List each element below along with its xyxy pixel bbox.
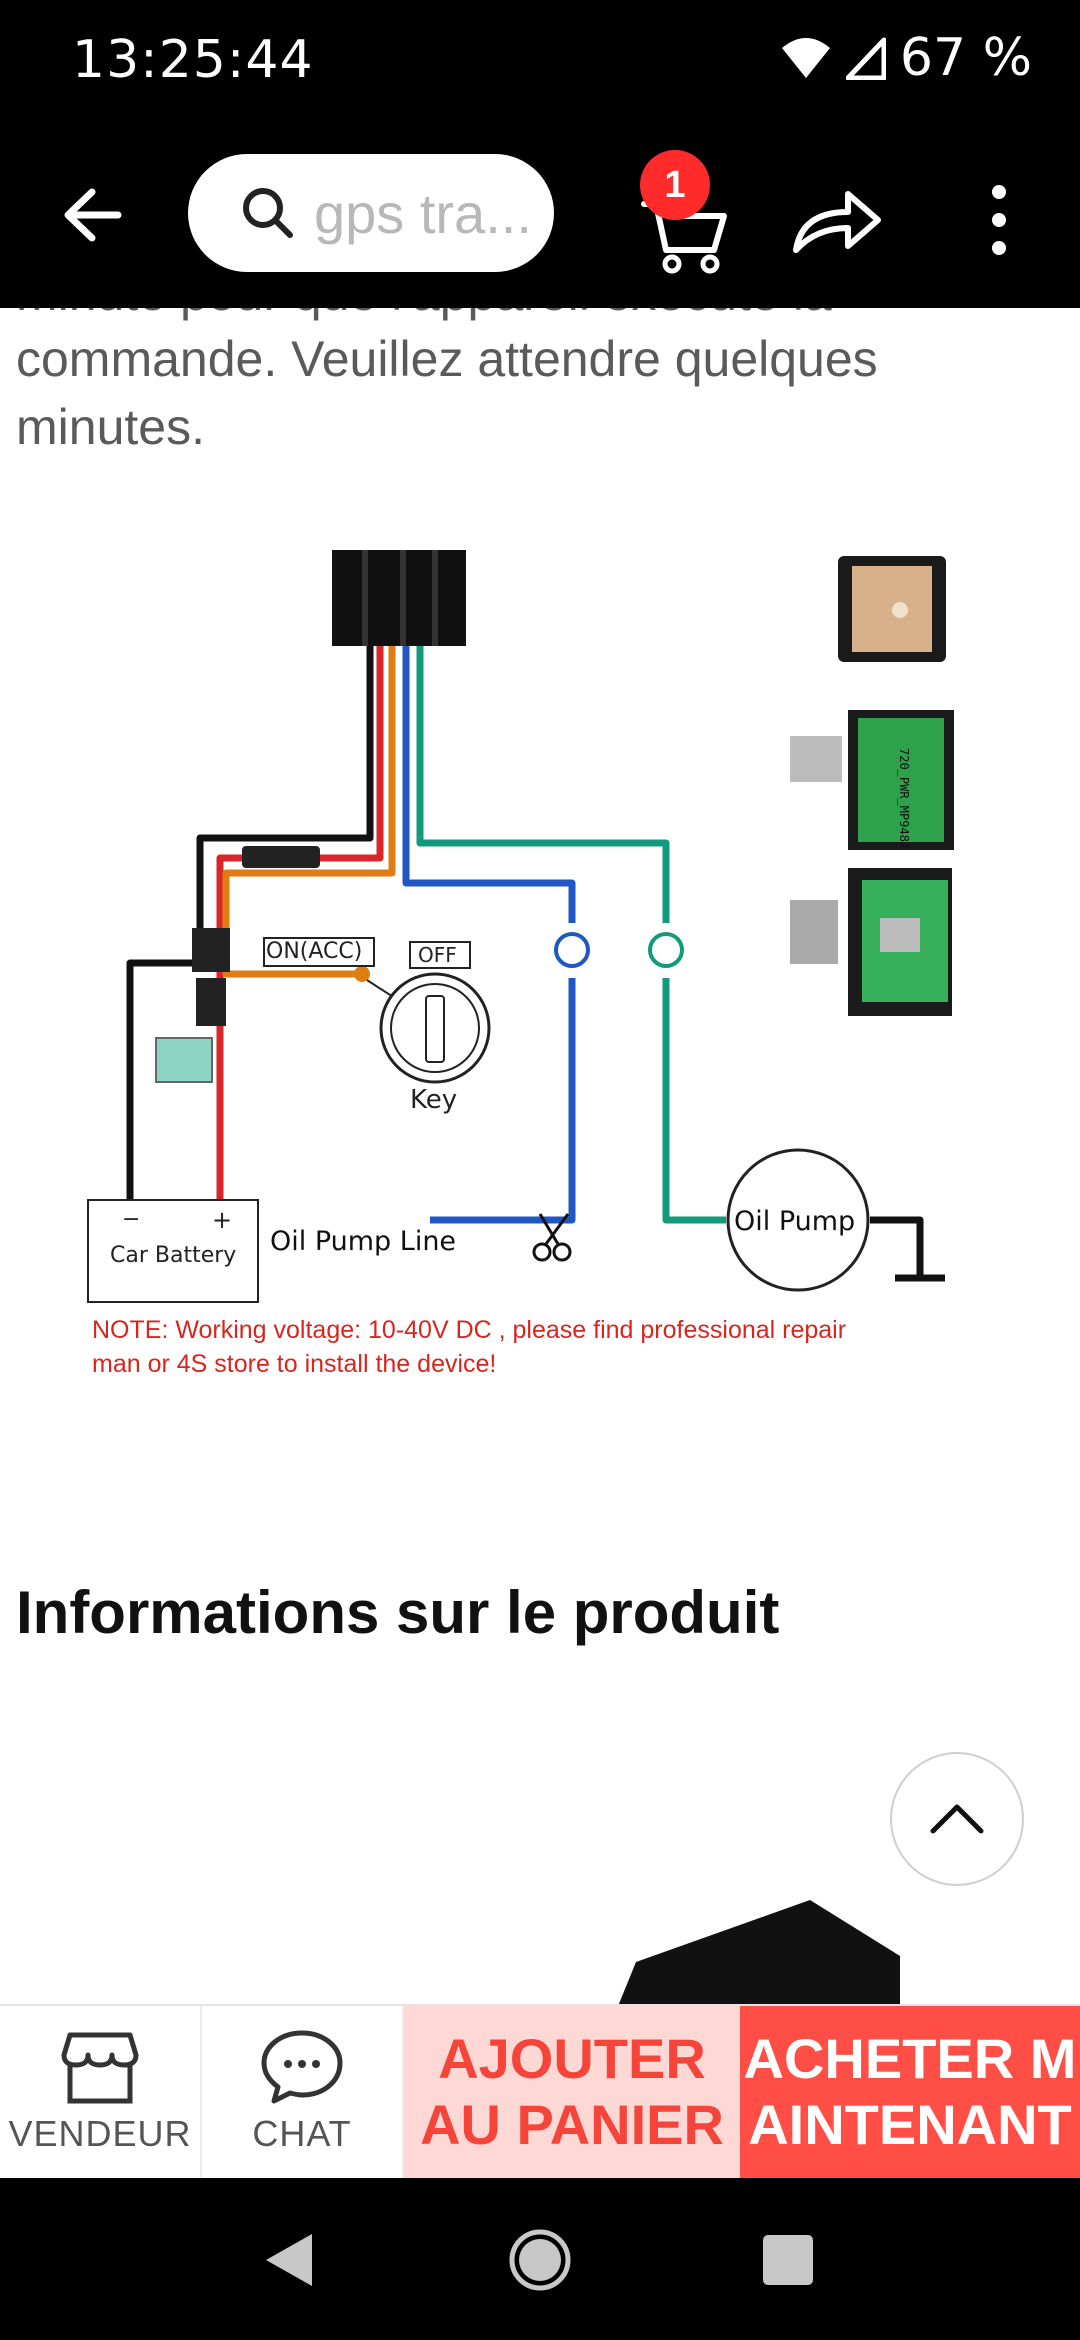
- nav-back-icon[interactable]: [262, 2232, 314, 2288]
- nav-recents-icon[interactable]: [762, 2234, 814, 2286]
- add-to-cart-line1: AJOUTER: [438, 2027, 706, 2090]
- pcb-board-image: [790, 868, 952, 1016]
- add-to-cart-button[interactable]: AJOUTER AU PANIER: [404, 2006, 740, 2178]
- acc-connection-point: [354, 966, 370, 982]
- search-input[interactable]: [314, 180, 554, 246]
- description-text: commande. Veuillez attendre quelques: [16, 331, 878, 387]
- cart-count-badge: 1: [640, 150, 710, 220]
- status-time: 13:25:44: [72, 30, 314, 90]
- pcb-module-image: 720_PWR_MP9487: [790, 710, 954, 850]
- back-button[interactable]: [56, 180, 136, 250]
- battery-percent: 67 %: [899, 28, 1032, 88]
- oil-pump-label: Oil Pump: [734, 1206, 855, 1237]
- scroll-to-top-button[interactable]: [890, 1752, 1024, 1886]
- battery-fuse: [155, 1037, 213, 1083]
- note-line-2: man or 4S store to install the device!: [92, 1350, 496, 1378]
- gps-antenna-image: [838, 556, 946, 662]
- wiring-diagram: ON(ACC) OFF Key Car Battery − + Oil Pump…: [87, 550, 954, 1378]
- description-text-cut: minute pour que l'appareil exécute la: [16, 308, 832, 322]
- chevron-up-icon: [930, 1804, 984, 1834]
- product-image: [618, 1900, 900, 2004]
- status-icons: 67 %: [780, 28, 1032, 88]
- more-options-button[interactable]: [984, 180, 1014, 260]
- arrow-left-icon: [64, 188, 122, 242]
- description-text: minutes.: [16, 399, 205, 455]
- nav-home-icon[interactable]: [508, 2228, 572, 2292]
- search-box[interactable]: [188, 154, 554, 272]
- buy-now-line1: ACHETER M: [743, 2027, 1077, 2090]
- note-line-1: NOTE: Working voltage: 10-40V DC , pleas…: [92, 1316, 846, 1344]
- battery-plus: +: [212, 1206, 232, 1234]
- chat-label: CHAT: [252, 2113, 352, 2154]
- status-bar: 13:25:44 67 %: [0, 0, 1080, 120]
- share-icon: [793, 191, 881, 253]
- search-icon: [243, 188, 293, 238]
- chat-button[interactable]: CHAT: [202, 2006, 404, 2178]
- ignition-key-icon: [366, 972, 491, 1084]
- battery-minus: −: [122, 1207, 140, 1232]
- ring-terminal-green: [648, 932, 684, 968]
- product-description[interactable]: minute pour que l'appareil exécute la co…: [0, 308, 1080, 2004]
- oil-pump-line-label: Oil Pump Line: [270, 1226, 456, 1257]
- acc-label: ON(ACC): [266, 939, 362, 964]
- off-label: OFF: [418, 943, 457, 967]
- key-label: Key: [410, 1085, 457, 1115]
- chat-bubble-icon: [261, 2030, 343, 2104]
- module-text: 720_PWR_MP9487: [897, 748, 911, 849]
- bottom-action-bar: VENDEUR CHAT AJOUTER AU PANIER ACHETER M…: [0, 2004, 1080, 2178]
- wires: [126, 646, 945, 1282]
- ring-terminal-blue: [554, 932, 590, 968]
- product-info-title: Informations sur le produit: [16, 1579, 780, 1646]
- battery-label: Car Battery: [110, 1243, 236, 1268]
- seller-label: VENDEUR: [8, 2113, 192, 2154]
- system-nav-bar: [0, 2178, 1080, 2340]
- app-toolbar: 1: [0, 120, 1080, 308]
- add-to-cart-line2: AU PANIER: [420, 2093, 724, 2156]
- cellular-signal-icon: [845, 37, 886, 80]
- more-vertical-icon: [992, 185, 1006, 255]
- wifi-icon: [781, 38, 830, 78]
- inline-fuse-holder: [242, 846, 320, 868]
- store-icon: [61, 2032, 139, 2104]
- buy-now-button[interactable]: ACHETER M AINTENANT: [740, 2006, 1080, 2178]
- seller-button[interactable]: VENDEUR: [0, 2006, 202, 2178]
- wire-connector: [192, 928, 230, 1026]
- scissors-icon: [532, 1213, 572, 1262]
- buy-now-line2: AINTENANT: [748, 2093, 1072, 2156]
- gps-device: [332, 550, 466, 646]
- share-button[interactable]: [792, 186, 882, 256]
- car-battery: Car Battery − +: [87, 1199, 259, 1303]
- oil-pump: [726, 1148, 870, 1292]
